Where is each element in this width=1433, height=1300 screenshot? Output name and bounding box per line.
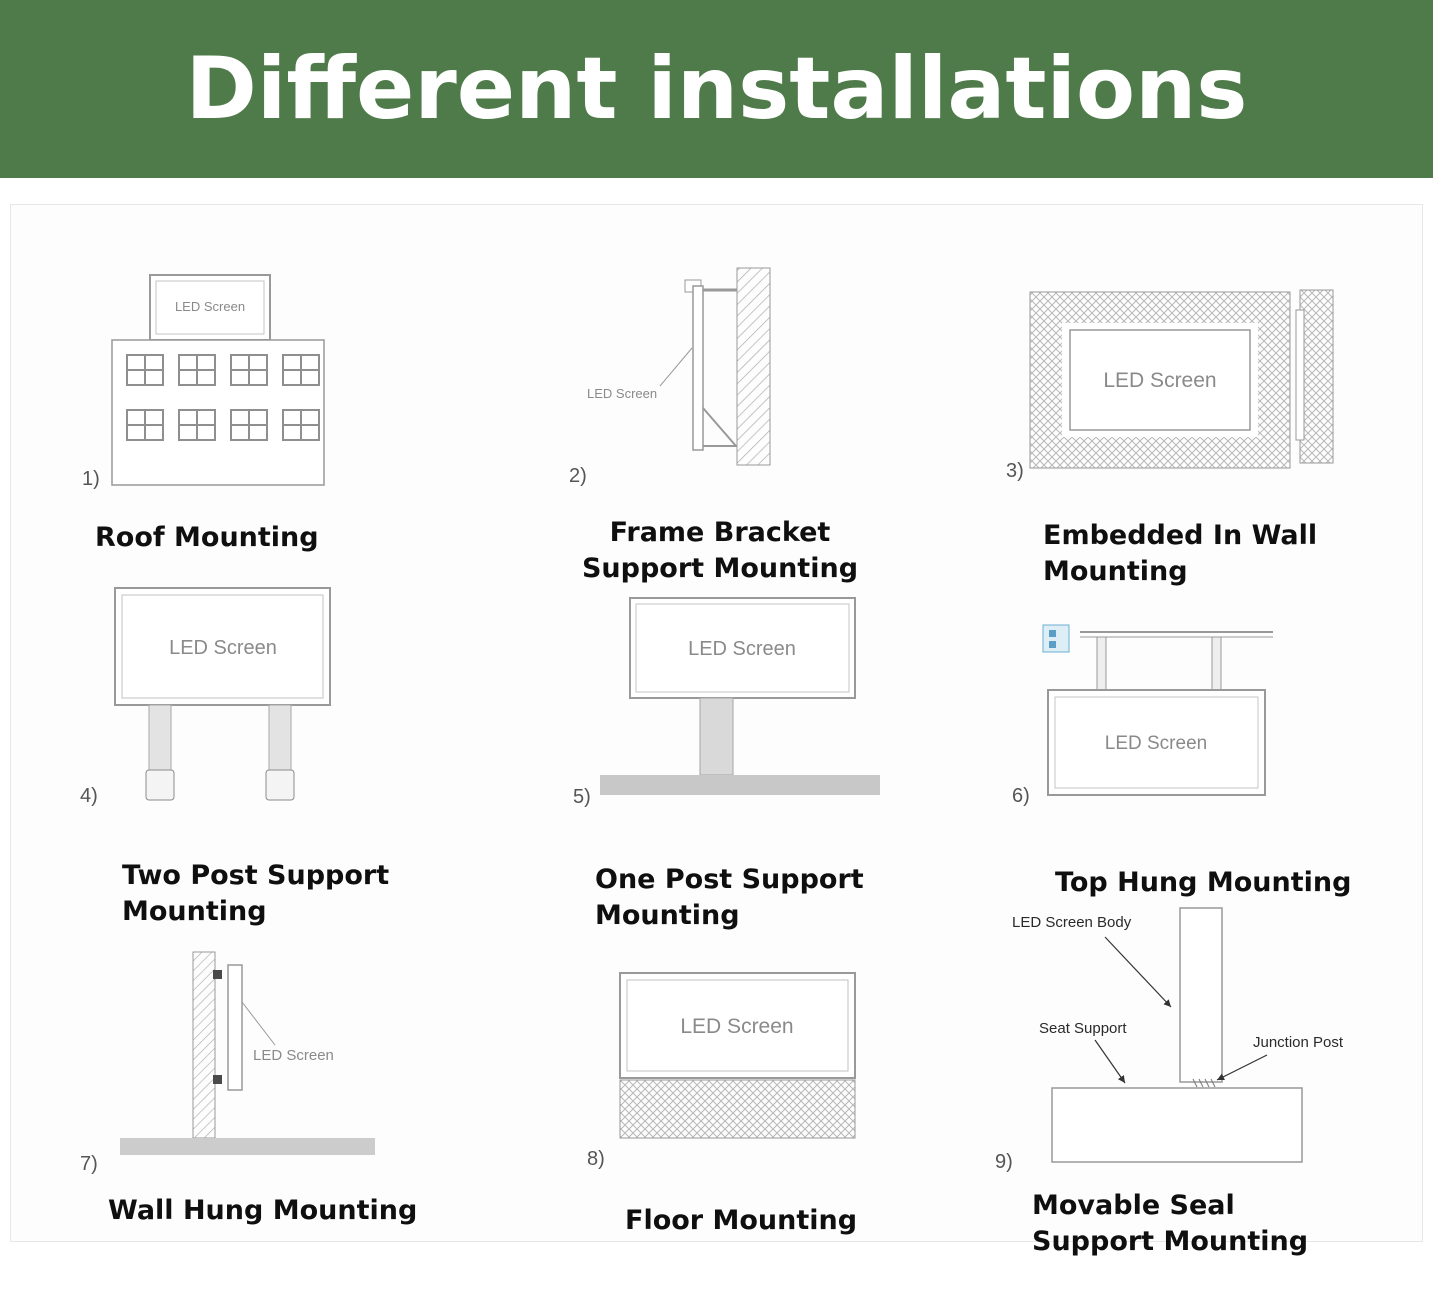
- cell-wall-hung: LED Screen 7): [75, 940, 405, 1185]
- caption-floor-mounting: Floor Mounting: [625, 1205, 858, 1236]
- led-screen-label: LED Screen: [680, 1015, 793, 1038]
- seat-support-label: Seat Support: [1039, 1020, 1127, 1037]
- caption-embedded-wall: Embedded In Wall Mounting: [1043, 520, 1318, 587]
- figure-number: 9): [995, 1151, 1013, 1173]
- led-screen-body-label: LED Screen Body: [1012, 914, 1132, 931]
- cell-two-post: LED Screen 4): [75, 580, 405, 825]
- led-screen-label: LED Screen: [1105, 733, 1207, 754]
- wall-hung-diagram: LED Screen 7): [80, 951, 375, 1175]
- figure-number: 2): [569, 465, 587, 487]
- led-screen-label: LED Screen: [253, 1047, 334, 1064]
- led-screen-label: LED Screen: [688, 638, 796, 660]
- junction-post-label: Junction Post: [1253, 1034, 1344, 1051]
- figure-number: 1): [82, 468, 100, 490]
- figure-number: 4): [80, 785, 98, 807]
- cell-embedded-wall: LED Screen 3): [1000, 285, 1370, 500]
- cell-floor-mounting: LED Screen 8): [585, 965, 885, 1175]
- led-screen-label: LED Screen: [169, 637, 277, 659]
- header-banner: Different installations: [0, 0, 1433, 178]
- caption-two-post: Two Post Support Mounting: [122, 860, 390, 927]
- led-screen-label: LED Screen: [175, 299, 245, 314]
- caption-top-hung: Top Hung Mounting: [1055, 867, 1352, 898]
- figure-number: 7): [80, 1153, 98, 1175]
- figure-number: 5): [573, 786, 591, 808]
- one-post-diagram: LED Screen 5): [573, 597, 880, 808]
- cell-frame-bracket: LED Screen 2): [555, 260, 885, 500]
- cell-roof-mounting: LED Screen 1): [75, 255, 405, 505]
- embedded-wall-diagram: LED Screen 3): [1006, 289, 1334, 482]
- caption-wall-hung: Wall Hung Mounting: [108, 1195, 418, 1226]
- cell-one-post: LED Screen 5): [570, 590, 890, 815]
- cell-movable-seal: LED Screen Body Seat Support Junction Po…: [995, 895, 1385, 1185]
- movable-seal-diagram: LED Screen Body Seat Support Junction Po…: [995, 907, 1344, 1173]
- caption-frame-bracket: Frame Bracket Support Mounting: [581, 517, 859, 584]
- top-hung-diagram: LED Screen 6): [1012, 624, 1273, 807]
- floor-mounting-diagram: LED Screen 8): [587, 972, 856, 1170]
- junction-hatch: [1192, 1078, 1216, 1088]
- two-post-diagram: LED Screen 4): [80, 587, 331, 807]
- caption-movable-seal: Movable Seal Support Mounting: [1032, 1190, 1309, 1257]
- figure-number: 8): [587, 1148, 605, 1170]
- caption-one-post: One Post Support Mounting: [595, 864, 864, 931]
- cell-top-hung: LED Screen 6): [1005, 612, 1345, 812]
- roof-mounting-diagram: LED Screen 1): [82, 274, 325, 490]
- frame-bracket-diagram: LED Screen 2): [569, 267, 771, 487]
- figure-number: 6): [1012, 785, 1030, 807]
- building-windows: [126, 354, 320, 441]
- led-screen-label: LED Screen: [1103, 369, 1216, 392]
- led-screen-label: LED Screen: [587, 386, 657, 401]
- caption-roof-mounting: Roof Mounting: [95, 522, 319, 553]
- figure-number: 3): [1006, 460, 1024, 482]
- page-title: Different installations: [185, 39, 1248, 139]
